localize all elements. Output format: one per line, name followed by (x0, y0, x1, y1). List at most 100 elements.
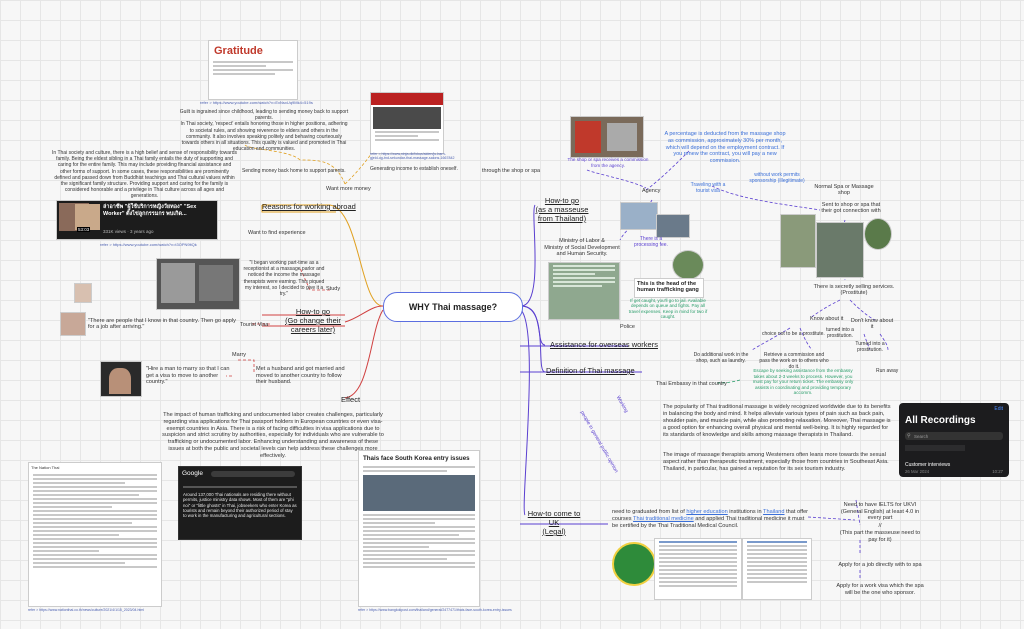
additional-work-node: Do additional work in the shop, such as … (693, 352, 749, 365)
branch-effect[interactable]: Effect (341, 395, 361, 404)
study-node: Study (326, 286, 341, 292)
ielts-requirement: Need to have IELTS for UKVI (General Eng… (840, 502, 920, 522)
bangkok-post-title: Thais face South Korea entry issues (363, 455, 470, 462)
processing-fee-node: There is a processing fee. (634, 236, 668, 249)
medicine-list-table-2 (742, 538, 812, 600)
masseuse-pays-note: (This part the masseuse need to pay for … (839, 530, 921, 543)
know-about-node: Know about it (810, 316, 844, 322)
agency-photo (570, 116, 644, 158)
secretly-selling-node: There is secretly selling services. (Pro… (813, 284, 895, 297)
video-title: ล่าอาชีพ "ผู้ใช้บริการหญิงวัยทอง" "Sex W… (103, 204, 197, 217)
trafficking-news-image: This is the head of the human traffickin… (634, 278, 704, 298)
generating-income-node: Generating income to establish oneself. (370, 166, 458, 172)
bangkok-post-article: Thais face South Korea entry issues (358, 450, 480, 607)
run-away-node: Run away (876, 368, 899, 374)
apply-job-node: Apply for a job directly with to spa (838, 562, 922, 568)
slash-divider: // (878, 523, 882, 529)
turned2-node: Turned into a prostitution. (855, 341, 885, 354)
spa-photo-1 (780, 214, 816, 268)
video-meta: 331K views · 3 years ago (103, 229, 154, 234)
recordings-title: All Recordings (905, 415, 976, 426)
marry-node: Marry (232, 352, 247, 358)
choice-node: choice not to be a prostitute. (762, 331, 825, 337)
want-experience-node: Want to find experience (248, 230, 306, 236)
recording-item-title[interactable]: Customer interviews (905, 462, 951, 468)
retrieve-commission-node: Retrieve a commission and pass the work … (759, 352, 829, 371)
met-husband-node: Met a husband and got married and moved … (256, 366, 345, 385)
sponsorship-node: without work permits sponsorship (illegi… (749, 172, 805, 185)
branch-assistance[interactable]: Assistance for overseas workers (550, 340, 658, 349)
reference-link-5[interactable]: refer > https://www.bangkokpost.com/thai… (358, 608, 512, 612)
search-placeholder: Search (914, 433, 929, 439)
graduate-text-3: that offer courses (612, 509, 809, 522)
reference-link-2[interactable]: refer > https://www.ninja.dk/fokus/siden… (370, 152, 455, 160)
higher-education-link[interactable]: higher education (686, 509, 728, 515)
immigration-photo (656, 214, 690, 238)
google-result-text: Around 137,000 Thai nationals are residi… (183, 492, 297, 519)
responsibility-text: In Thai society and culture, there is a … (52, 150, 238, 200)
sent-to-shop-node: Sent to shop or spa that their got conne… (821, 202, 881, 215)
reference-link-3[interactable]: refer > https://www.youtube.com/watch?v=… (100, 242, 197, 247)
person-photo-3 (100, 361, 142, 397)
airplane-photo (620, 202, 658, 230)
thai-embassy-node: Thai Embassy in that country (656, 381, 727, 387)
recording-item-date: 26 Mar 2024 (905, 469, 930, 474)
recording-item-duration: 10:27 (992, 469, 1003, 474)
spa-photo-3 (816, 222, 864, 278)
traveling-visa-node: Traveling with a tourist visa (690, 182, 726, 195)
definition-text-2: The image of massage therapists among We… (663, 452, 889, 472)
agency-node: Agency (642, 188, 661, 194)
google-search-screenshot: Google Around 137,000 Thai nationals are… (178, 466, 302, 540)
reference-link-4[interactable]: refer > https://www.nationthai.co.th/new… (28, 608, 145, 612)
effect-text: The impact of human trafficking and undo… (162, 412, 384, 459)
graduate-text-4: and applied Thai traditional medicine it… (612, 515, 805, 529)
medicine-list-table (654, 538, 742, 600)
gratitude-title: Gratitude (214, 45, 263, 57)
trafficking-headline: This is the head of the human traffickin… (637, 281, 699, 294)
dont-know-node: Don't know about it (850, 318, 894, 331)
definition-text-1: The popularity of Thai traditional massa… (663, 404, 891, 438)
gratitude-article-image: Gratitude (208, 40, 298, 100)
nation-news-article: The Nation Thai (28, 462, 162, 607)
graduate-text-1: need to graduated from list of (612, 509, 687, 515)
escape-embassy-text: Escape by seeking assistance from the em… (752, 368, 854, 396)
ninja-article-image (370, 92, 444, 154)
through-shop-node: through the shop or spa (482, 168, 541, 174)
central-topic[interactable]: WHY Thai massage? (383, 292, 523, 322)
percentage-text: A percentage is deducted from the massag… (664, 131, 786, 165)
want-more-money-node: Want more money (326, 186, 371, 192)
police-caption: If get caught, you'll go to jail. Availa… (628, 298, 708, 320)
branch-definition[interactable]: Definition of Thai massage (546, 366, 635, 375)
video-duration: 53:03 (77, 227, 91, 232)
thai-medicine-link[interactable]: Thai traditional medicine (633, 515, 694, 522)
recording-item-highlight (905, 445, 965, 451)
spa-photo-2 (864, 218, 892, 250)
normal-spa-node: Normal Spa or Massage shop (814, 184, 874, 197)
person-photo-2 (60, 312, 86, 336)
quote-marry: "Hire a man to marry so that I can get a… (146, 366, 230, 385)
person-photo-1 (74, 283, 92, 303)
ministry-node: Ministry of Labor & Ministry of Social D… (544, 238, 620, 257)
police-node: Police (620, 324, 635, 330)
quote-study: "I began working part-time as a receptio… (243, 260, 325, 298)
shop-commission-caption: The shop or spa receives a commission fr… (567, 157, 649, 169)
sending-money-node: Sending money back home to support paren… (242, 168, 346, 174)
branch-how-to-go[interactable]: How-to go (Go change their careers later… (285, 307, 341, 334)
head-person-photo (672, 250, 704, 280)
tourist-visa-node: Tourist Visa (240, 322, 269, 328)
branch-reasons-working-abroad[interactable]: Reasons for working abroad (262, 202, 356, 211)
thailand-link[interactable]: Thailand (763, 509, 785, 515)
all-recordings-panel[interactable]: Edit All Recordings ⚲ Search Customer in… (899, 403, 1009, 477)
search-icon: ⚲ (907, 433, 911, 439)
medical-council-seal (612, 542, 656, 586)
edit-button[interactable]: Edit (994, 406, 1003, 412)
branch-how-to-masseuse[interactable]: How-to go (as a masseuse from Thailand) (535, 196, 589, 223)
search-field[interactable]: ⚲ Search (905, 432, 1003, 440)
reference-link-1[interactable]: refer > https://www.youtube.com/watch?v=… (200, 100, 313, 105)
sex-worker-video-thumbnail[interactable]: ล่าอาชีพ "ผู้ใช้บริการหญิงวัยทอง" "Sex W… (56, 200, 218, 240)
turned-node: turned into a prostitution. (826, 327, 854, 340)
branch-how-to-uk[interactable]: How-to come to UK (Legal) (527, 509, 581, 536)
guilt-text: Guilt is ingrained since childhood, lead… (179, 109, 349, 153)
apply-visa-node: Apply for a work visa which the spa will… (836, 583, 924, 596)
video-call-screenshot (156, 258, 240, 310)
